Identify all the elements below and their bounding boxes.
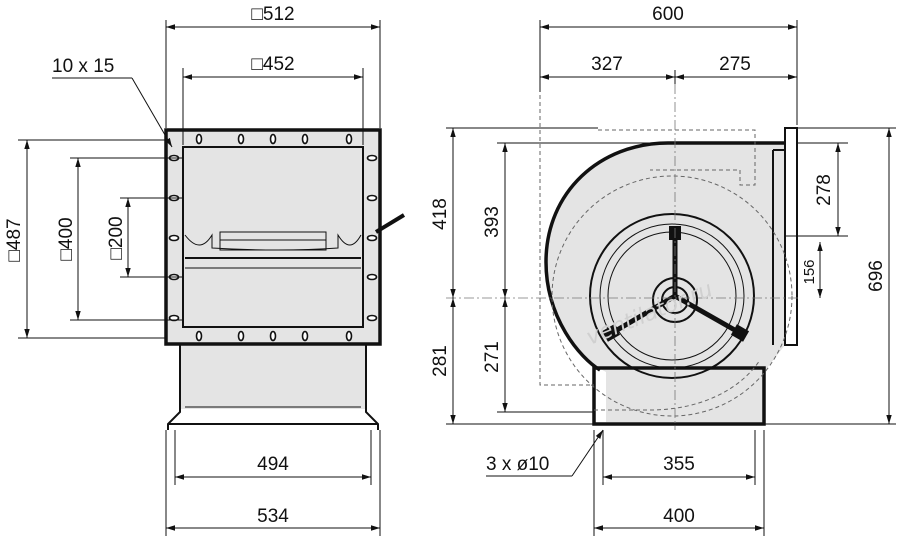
inlet-ring-outer bbox=[589, 213, 755, 379]
dim-outlet-height: 278 bbox=[814, 174, 835, 206]
dim-foot-outer: 400 bbox=[663, 506, 695, 527]
bolt-hole bbox=[269, 133, 277, 145]
front-housing-lower-outline bbox=[167, 345, 379, 430]
dim-axis-upper: 393 bbox=[482, 206, 503, 238]
dim-outlet-offset: 156 bbox=[801, 259, 818, 284]
dim-inlet-height: □200 bbox=[106, 216, 127, 259]
side-view: ventilator.ru 600 327 275 418 281 393 27… bbox=[430, 4, 896, 536]
dim-total-height: 696 bbox=[866, 260, 887, 292]
bolt-hole bbox=[168, 234, 180, 242]
bolt-hole bbox=[301, 133, 309, 145]
bolt-hole bbox=[366, 234, 378, 242]
bolt-hole bbox=[366, 314, 378, 322]
bolt-hole bbox=[345, 133, 353, 145]
front-opening bbox=[182, 146, 364, 328]
bolt-hole bbox=[195, 133, 203, 145]
dim-base-inner: 494 bbox=[257, 454, 289, 475]
front-flange-outline bbox=[164, 128, 382, 346]
dim-axis-lower: 271 bbox=[482, 341, 503, 373]
front-view: □512 □452 10 x 15 □487 □400 □200 494 534 bbox=[4, 4, 406, 536]
bolt-hole bbox=[195, 330, 203, 342]
dim-outer-height: □487 bbox=[4, 218, 25, 261]
bolt-hole bbox=[269, 330, 277, 342]
dim-bolt-holes: 10 x 15 bbox=[52, 56, 114, 77]
dim-inner-width: □452 bbox=[251, 54, 294, 75]
dim-outer-width: □512 bbox=[251, 4, 294, 25]
dim-right-part: 275 bbox=[719, 54, 751, 75]
scroll-housing bbox=[546, 143, 785, 422]
bolt-hole bbox=[345, 330, 353, 342]
dim-upper-height: 418 bbox=[430, 198, 451, 230]
dim-total-width: 600 bbox=[652, 4, 684, 25]
dim-inner-height: □400 bbox=[56, 217, 77, 260]
scroll-housing-outline bbox=[544, 141, 785, 372]
front-housing-lower bbox=[180, 345, 366, 409]
bolt-hole bbox=[366, 154, 378, 162]
bolt-hole bbox=[301, 330, 309, 342]
dim-foot-inner: 355 bbox=[663, 454, 695, 475]
dim-left-part: 327 bbox=[591, 54, 623, 75]
front-flange bbox=[166, 130, 380, 344]
dim-lower-height: 281 bbox=[430, 345, 451, 377]
dim-base-outer: 534 bbox=[257, 506, 289, 527]
bolt-hole bbox=[366, 273, 378, 281]
bolt-hole bbox=[237, 330, 245, 342]
bolt-hole bbox=[366, 194, 378, 202]
dim-mount-holes: 3 x ø10 bbox=[486, 454, 549, 475]
bolt-hole bbox=[237, 133, 245, 145]
